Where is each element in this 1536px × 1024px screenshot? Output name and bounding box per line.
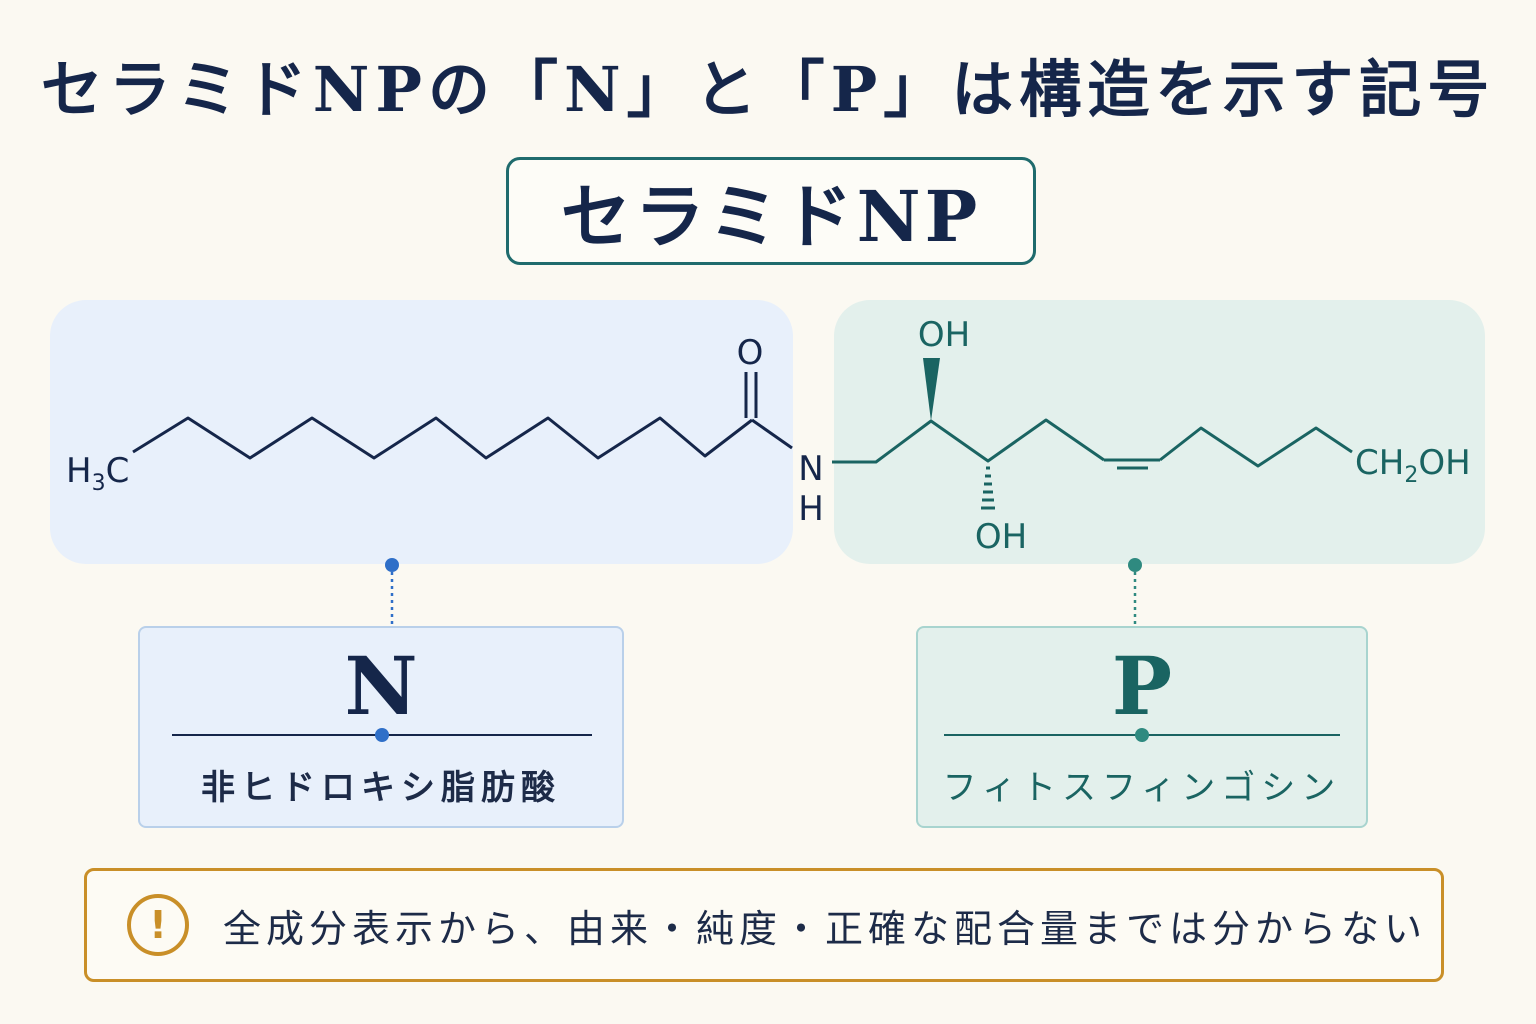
n-label-card: N 非ヒドロキシ脂肪酸 <box>138 626 624 828</box>
phytosphingosine-panel <box>834 300 1485 564</box>
warning-banner: ! 全成分表示から、由来・純度・正確な配合量までは分からない <box>84 868 1444 982</box>
hydroxyl-bottom-label: OH <box>975 517 1027 557</box>
wedge-bond <box>923 358 940 421</box>
n-letter: N <box>344 639 418 733</box>
hydroxyl-top-label: OH <box>918 315 970 355</box>
fatty-acid-panel <box>50 300 793 564</box>
n-connector-dot <box>385 558 399 572</box>
amide-bond <box>751 418 793 450</box>
amide-h-label: H <box>798 489 824 529</box>
n-divider-dot <box>375 728 389 742</box>
warning-text: 全成分表示から、由来・純度・正確な配合量までは分からない <box>223 906 1428 951</box>
p-description: フィトスフィンゴシン <box>942 768 1342 808</box>
p-divider <box>944 728 1340 742</box>
hydroxymethyl-label: CH2OH <box>1355 443 1471 488</box>
hashed-bond <box>981 466 995 510</box>
compound-name-box: セラミドNP <box>506 157 1036 265</box>
n-divider <box>172 728 592 742</box>
n-description: 非ヒドロキシ脂肪酸 <box>201 768 561 808</box>
compound-name: セラミドNP <box>560 174 982 258</box>
sphingoid-chain-a <box>832 418 1105 464</box>
sphingoid-chain-b <box>1159 426 1353 468</box>
fatty-acid-chain <box>132 416 753 460</box>
p-letter: P <box>1111 639 1173 733</box>
p-label-card: P フィトスフィンゴシン <box>916 626 1368 828</box>
carbonyl-oxygen-label: O <box>737 333 764 373</box>
exclamation-icon: ! <box>127 894 189 956</box>
p-divider-dot <box>1135 728 1149 742</box>
p-connector-dot <box>1128 558 1142 572</box>
amide-n-label: N <box>798 449 823 489</box>
methyl-label: H3C <box>66 451 129 496</box>
page-title: セラミドNPの「N」と「P」は構造を示す記号 <box>40 53 1496 126</box>
